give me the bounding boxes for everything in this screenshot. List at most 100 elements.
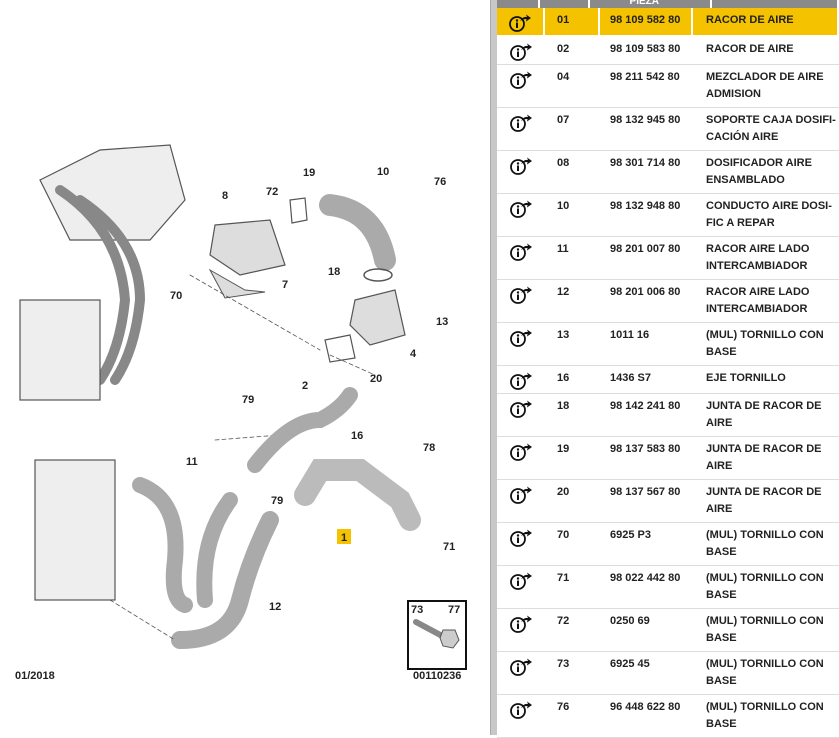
part-code: 11 xyxy=(545,237,600,279)
callout-19: 19 xyxy=(303,167,315,179)
part-number: 98 132 945 80 xyxy=(600,108,693,150)
info-arrow-icon[interactable] xyxy=(497,394,545,436)
part-code: 19 xyxy=(545,437,600,479)
info-arrow-icon[interactable] xyxy=(497,523,545,565)
parts-table: PIEZA 01 98 109 582 80 RACOR DE AIRE 02 … xyxy=(497,0,839,738)
info-arrow-icon[interactable] xyxy=(497,437,545,479)
part-description: RACOR DE AIRE xyxy=(693,37,839,64)
table-row[interactable]: 07 98 132 945 80 SOPORTE CAJA DOSIFI-CAC… xyxy=(497,108,839,151)
header-part: PIEZA xyxy=(590,0,712,8)
table-row[interactable]: 10 98 132 948 80 CONDUCTO AIRE DOSI-FIC … xyxy=(497,194,839,237)
part-number: 98 022 442 80 xyxy=(600,566,693,608)
pipe-12 xyxy=(180,520,270,640)
info-arrow-icon[interactable] xyxy=(497,194,545,236)
table-row[interactable]: 71 98 022 442 80 (MUL) TORNILLO CON BASE xyxy=(497,566,839,609)
seal-18 xyxy=(364,269,392,281)
part-number: 98 211 542 80 xyxy=(600,65,693,107)
part-description: RACOR AIRE LADO INTERCAMBIADOR xyxy=(693,237,839,279)
table-row[interactable]: 08 98 301 714 80 DOSIFICADOR AIRE ENSAMB… xyxy=(497,151,839,194)
part-code: 08 xyxy=(545,151,600,193)
info-arrow-icon[interactable] xyxy=(497,237,545,279)
info-arrow-icon[interactable] xyxy=(497,65,545,107)
part-description: (MUL) TORNILLO CON BASE xyxy=(693,695,839,737)
part-code: 76 xyxy=(545,695,600,737)
part-number: 0250 69 xyxy=(600,609,693,651)
exploded-parts-diagram: 8 72 19 10 76 70 7 18 13 4 20 2 79 16 78… xyxy=(0,0,490,735)
diagram-date: 01/2018 xyxy=(15,670,55,682)
part-number: 98 109 583 80 xyxy=(600,37,693,64)
diagram-ref: 00110236 xyxy=(413,670,461,682)
info-arrow-icon[interactable] xyxy=(497,323,545,365)
panel-splitter[interactable] xyxy=(490,0,497,735)
part-code: 16 xyxy=(545,366,600,393)
part-code: 13 xyxy=(545,323,600,365)
table-row[interactable]: 73 6925 45 (MUL) TORNILLO CON BASE xyxy=(497,652,839,695)
callout-79: 79 xyxy=(242,394,254,406)
table-row[interactable]: 20 98 137 567 80 JUNTA DE RACOR DE AIRE xyxy=(497,480,839,523)
part-number: 6925 P3 xyxy=(600,523,693,565)
callout-12: 12 xyxy=(269,601,281,613)
info-arrow-icon[interactable] xyxy=(497,108,545,150)
info-arrow-icon[interactable] xyxy=(497,280,545,322)
callout-20: 20 xyxy=(370,373,382,385)
table-row[interactable]: 04 98 211 542 80 MEZCLADOR DE AIRE ADMIS… xyxy=(497,65,839,108)
info-arrow-icon[interactable] xyxy=(497,695,545,737)
table-row[interactable]: 70 6925 P3 (MUL) TORNILLO CON BASE xyxy=(497,523,839,566)
info-arrow-icon[interactable] xyxy=(497,609,545,651)
part-code: 07 xyxy=(545,108,600,150)
table-row[interactable]: 02 98 109 583 80 RACOR DE AIRE xyxy=(497,37,839,65)
part-number: 96 448 622 80 xyxy=(600,695,693,737)
callout-76: 76 xyxy=(434,176,446,188)
info-arrow-icon[interactable] xyxy=(497,366,545,393)
info-arrow-icon[interactable] xyxy=(497,8,545,35)
part-description: (MUL) TORNILLO CON BASE xyxy=(693,523,839,565)
part-number: 98 109 582 80 xyxy=(600,8,693,35)
part-description: (MUL) TORNILLO CON BASE xyxy=(693,566,839,608)
callout-10: 10 xyxy=(377,166,389,178)
part-code: 10 xyxy=(545,194,600,236)
table-row[interactable]: 18 98 142 241 80 JUNTA DE RACOR DE AIRE xyxy=(497,394,839,437)
part-code: 70 xyxy=(545,523,600,565)
table-row[interactable]: 72 0250 69 (MUL) TORNILLO CON BASE xyxy=(497,609,839,652)
intercooler xyxy=(35,460,115,600)
part-number: 98 301 714 80 xyxy=(600,151,693,193)
part-number: 98 142 241 80 xyxy=(600,394,693,436)
table-row[interactable]: 01 98 109 582 80 RACOR DE AIRE xyxy=(497,8,839,37)
table-row[interactable]: 13 1011 16 (MUL) TORNILLO CON BASE xyxy=(497,323,839,366)
callout-78: 78 xyxy=(423,442,435,454)
part-description: CONDUCTO AIRE DOSI-FIC A REPAR xyxy=(693,194,839,236)
table-header: PIEZA xyxy=(497,0,839,8)
part-code: 18 xyxy=(545,394,600,436)
info-arrow-icon[interactable] xyxy=(497,37,545,64)
duct-10 xyxy=(330,205,385,260)
callout-1[interactable]: 1 xyxy=(341,532,347,544)
table-row[interactable]: 76 96 448 622 80 (MUL) TORNILLO CON BASE xyxy=(497,695,839,738)
part-code: 72 xyxy=(545,609,600,651)
callout-11: 11 xyxy=(186,456,198,468)
info-arrow-icon[interactable] xyxy=(497,480,545,522)
part-number: 98 137 583 80 xyxy=(600,437,693,479)
part-description: JUNTA DE RACOR DE AIRE xyxy=(693,480,839,522)
part-number: 1436 S7 xyxy=(600,366,693,393)
table-row[interactable]: 16 1436 S7 EJE TORNILLO xyxy=(497,366,839,394)
info-arrow-icon[interactable] xyxy=(497,566,545,608)
part-description: MEZCLADOR DE AIRE ADMISION xyxy=(693,65,839,107)
table-row[interactable]: 19 98 137 583 80 JUNTA DE RACOR DE AIRE xyxy=(497,437,839,480)
part-code: 02 xyxy=(545,37,600,64)
part-description: DOSIFICADOR AIRE ENSAMBLADO xyxy=(693,151,839,193)
callout-2: 2 xyxy=(302,380,308,392)
table-row[interactable]: 11 98 201 007 80 RACOR AIRE LADO INTERCA… xyxy=(497,237,839,280)
callout-72: 72 xyxy=(266,186,278,198)
callout-16: 16 xyxy=(351,430,363,442)
info-arrow-icon[interactable] xyxy=(497,151,545,193)
header-code xyxy=(540,0,589,8)
callout-8: 8 xyxy=(222,190,228,202)
part-description: (MUL) TORNILLO CON BASE xyxy=(693,652,839,694)
throttle-body xyxy=(210,220,285,275)
callout-71: 71 xyxy=(443,541,455,553)
gasket-20 xyxy=(325,335,355,362)
info-arrow-icon[interactable] xyxy=(497,652,545,694)
part-number: 98 201 007 80 xyxy=(600,237,693,279)
part-description: (MUL) TORNILLO CON BASE xyxy=(693,323,839,365)
table-row[interactable]: 12 98 201 006 80 RACOR AIRE LADO INTERCA… xyxy=(497,280,839,323)
